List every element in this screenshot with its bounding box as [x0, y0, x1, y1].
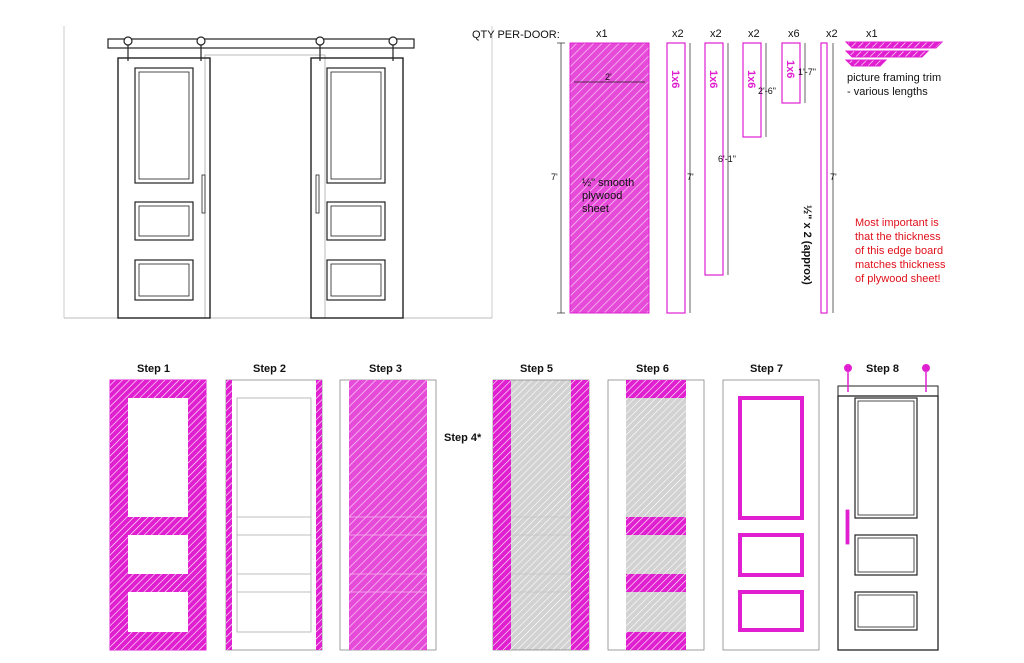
- step-1-label: Step 1: [137, 363, 170, 375]
- qty-edge-board: x2: [826, 28, 838, 40]
- step-3-label: Step 3: [369, 363, 402, 375]
- trim-label-line-1: picture framing trim: [847, 72, 941, 84]
- step-4-label: Step 4*: [444, 432, 482, 444]
- right-door-handle: [315, 174, 320, 214]
- step-7-label: Step 7: [750, 363, 783, 375]
- board-1x6-1ft7-label: 1x6: [784, 60, 796, 78]
- plywood-label-line: ½" smooth: [582, 177, 634, 189]
- roller-hardware: [123, 36, 398, 61]
- board-6ft1-dim: 6'-1": [718, 154, 736, 164]
- qty-trim: x1: [866, 28, 878, 40]
- qty-1x6-7ft: x2: [672, 28, 684, 40]
- step-6-label: Step 6: [636, 363, 669, 375]
- board-2ft6-dim: 2'-6": [758, 86, 776, 96]
- step-5-side-stiles: [492, 379, 590, 651]
- step-6-rails: [607, 379, 705, 651]
- right-door: [310, 57, 404, 319]
- left-door-handle: [201, 174, 206, 214]
- qty-1x6-6ft1: x2: [710, 28, 722, 40]
- plywood-height-dim: 7': [551, 172, 558, 182]
- barn-doors-illustration: [63, 26, 493, 319]
- qty-1x6-2ft6: x2: [748, 28, 760, 40]
- board-1x6-6ft1-label: 1x6: [707, 70, 719, 88]
- plywood-label-line: plywood: [582, 190, 622, 202]
- board-1x6-2ft6: [742, 42, 762, 138]
- note-line-5: of plywood sheet!: [855, 273, 941, 285]
- steps-row: Step 1 Step 2 Step 3 Step 4* Step 5 Step…: [109, 363, 939, 651]
- edge-board-dim: 7': [830, 172, 837, 182]
- plywood-sheet: [569, 42, 650, 314]
- qty-header: QTY PER-DOOR:: [472, 29, 560, 41]
- left-door: [117, 57, 211, 319]
- plywood-label-line: sheet: [582, 203, 609, 215]
- board-7ft-dim: 7': [687, 172, 694, 182]
- step-8-finished-door: [837, 364, 939, 651]
- board-1x6-1ft7: [781, 42, 801, 104]
- step-7-trim: [722, 379, 820, 651]
- board-1x6-6ft1: [704, 42, 724, 276]
- trim-label-line-2: - various lengths: [847, 86, 928, 98]
- edge-board-label: ½" x 2 (approx): [801, 205, 813, 285]
- board-1x6-2ft6-label: 1x6: [745, 70, 757, 88]
- board-1x6-7ft-label: 1x6: [669, 70, 681, 88]
- step-8-label: Step 8: [866, 363, 899, 375]
- step-2-edge-boards: [225, 379, 323, 651]
- step-5-label: Step 5: [520, 363, 553, 375]
- note-line-3: of this edge board: [855, 245, 943, 257]
- qty-1x6-1ft7: x6: [788, 28, 800, 40]
- qty-plywood: x1: [596, 28, 608, 40]
- picture-trim-pieces: [844, 41, 944, 67]
- step-1-frame: [109, 379, 207, 651]
- note-line-4: matches thickness: [855, 259, 946, 271]
- board-1x6-7ft: [666, 42, 686, 314]
- plywood-width-dim: 2': [605, 72, 612, 82]
- note-line-1: Most important is: [855, 217, 939, 229]
- step-3-plywood: [339, 379, 437, 651]
- barn-door-rail: [107, 38, 415, 49]
- cut-list: QTY PER-DOOR: x1 x2 x2 x2 x6 x2 x1 2' 7'…: [472, 28, 946, 314]
- step-8-handle: [845, 509, 850, 545]
- step-2-label: Step 2: [253, 363, 286, 375]
- note-line-2: that the thickness: [855, 231, 941, 243]
- board-1ft7-dim: 1'-7": [798, 67, 816, 77]
- thickness-note: Most important is that the thickness of …: [855, 217, 946, 285]
- edge-board: [820, 42, 828, 314]
